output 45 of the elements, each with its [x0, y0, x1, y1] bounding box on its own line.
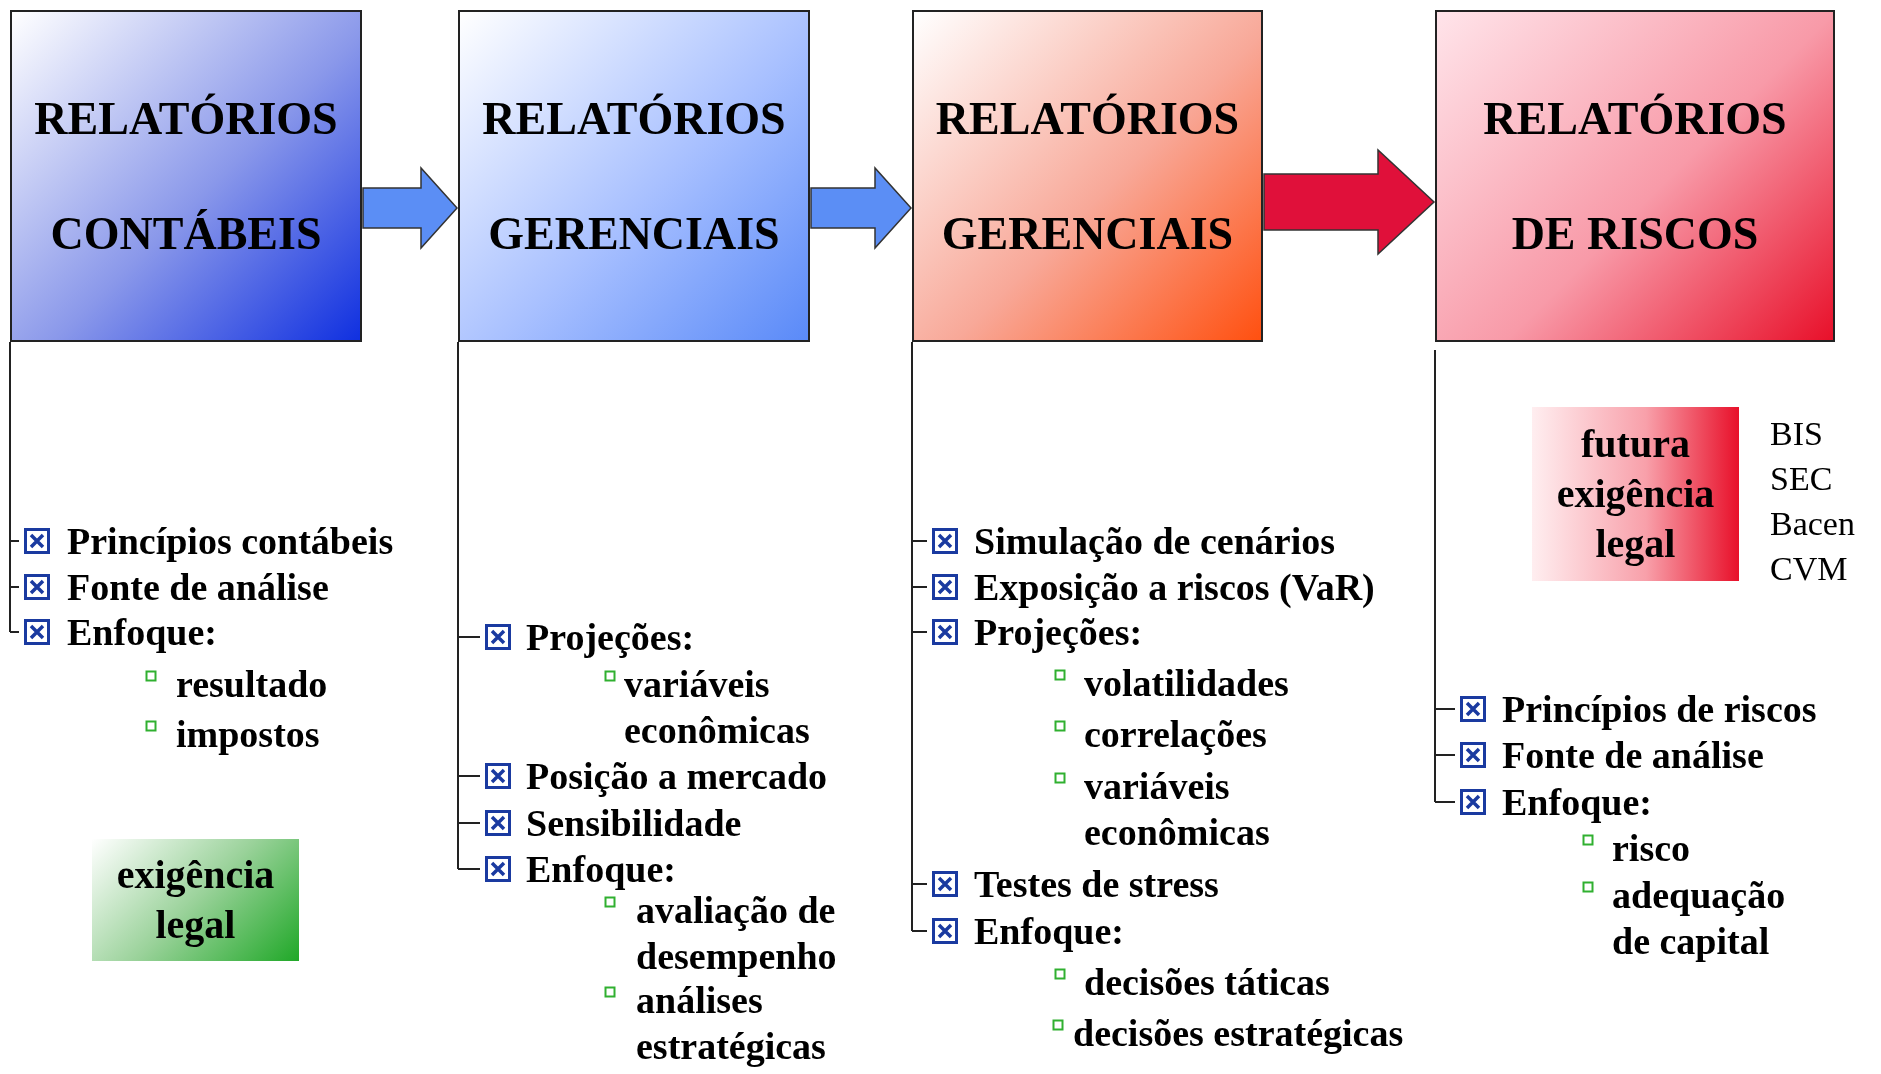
report-box — [912, 10, 1263, 342]
list-item-text: Simulação de cenários — [974, 519, 1335, 564]
list-item-text: variáveis econômicas — [1084, 764, 1271, 855]
list-item-text: decisões estratégicas — [1073, 1011, 1404, 1056]
block-arrow — [362, 166, 458, 250]
list-item-text: resultado — [176, 662, 328, 707]
block-arrow — [810, 166, 912, 250]
box-title: RELATÓRIOS GERENCIAIS — [481, 92, 787, 261]
list-item-text: Testes de stress — [974, 862, 1219, 907]
box-title: RELATÓRIOS DE RISCOS — [1482, 92, 1788, 261]
box-title: RELATÓRIOS GERENCIAIS — [934, 92, 1241, 261]
list-item-text: Enfoque: — [1502, 780, 1652, 825]
list-item-text: Exposição a riscos (VaR) — [974, 565, 1375, 610]
report-box — [1435, 10, 1835, 342]
list-item-text: decisões táticas — [1084, 960, 1330, 1005]
list-item-text: adequação de capital — [1612, 873, 1787, 964]
list-item-text: Projeções: — [974, 610, 1143, 655]
report-box — [10, 10, 362, 342]
list-item-text: Sensibilidade — [526, 801, 742, 846]
list-item-text: Fonte de análise — [67, 565, 329, 610]
regulator-label: SEC — [1770, 459, 1833, 499]
requirement-box — [92, 839, 299, 961]
list-item-text: Enfoque: — [974, 909, 1124, 954]
list-item-text: Enfoque: — [526, 847, 676, 892]
list-item-text: correlações — [1084, 712, 1267, 757]
list-item-text: análises estratégicas — [636, 978, 827, 1069]
list-item-text: Princípios contábeis — [67, 519, 394, 564]
block-arrow — [1263, 148, 1436, 256]
box-title: RELATÓRIOS CONTÁBEIS — [33, 92, 339, 261]
list-item-text: variáveis econômicas — [624, 662, 811, 753]
list-item-text: Projeções: — [526, 615, 695, 660]
regulator-label: BIS — [1770, 414, 1823, 454]
list-item-text: Enfoque: — [67, 610, 217, 655]
list-item-text: risco — [1612, 826, 1691, 871]
box-text: exigência legal — [115, 851, 276, 949]
requirement-box — [1532, 407, 1739, 581]
list-item-text: impostos — [176, 712, 320, 757]
box-text: futura exigência legal — [1555, 420, 1716, 568]
list-item-text: Fonte de análise — [1502, 733, 1764, 778]
report-box — [458, 10, 810, 342]
list-item-text: Princípios de riscos — [1502, 687, 1817, 732]
list-item-text: volatilidades — [1084, 661, 1289, 706]
regulator-label: Bacen — [1770, 504, 1855, 544]
regulator-label: CVM — [1770, 549, 1848, 589]
list-item-text: Posição a mercado — [526, 754, 828, 799]
